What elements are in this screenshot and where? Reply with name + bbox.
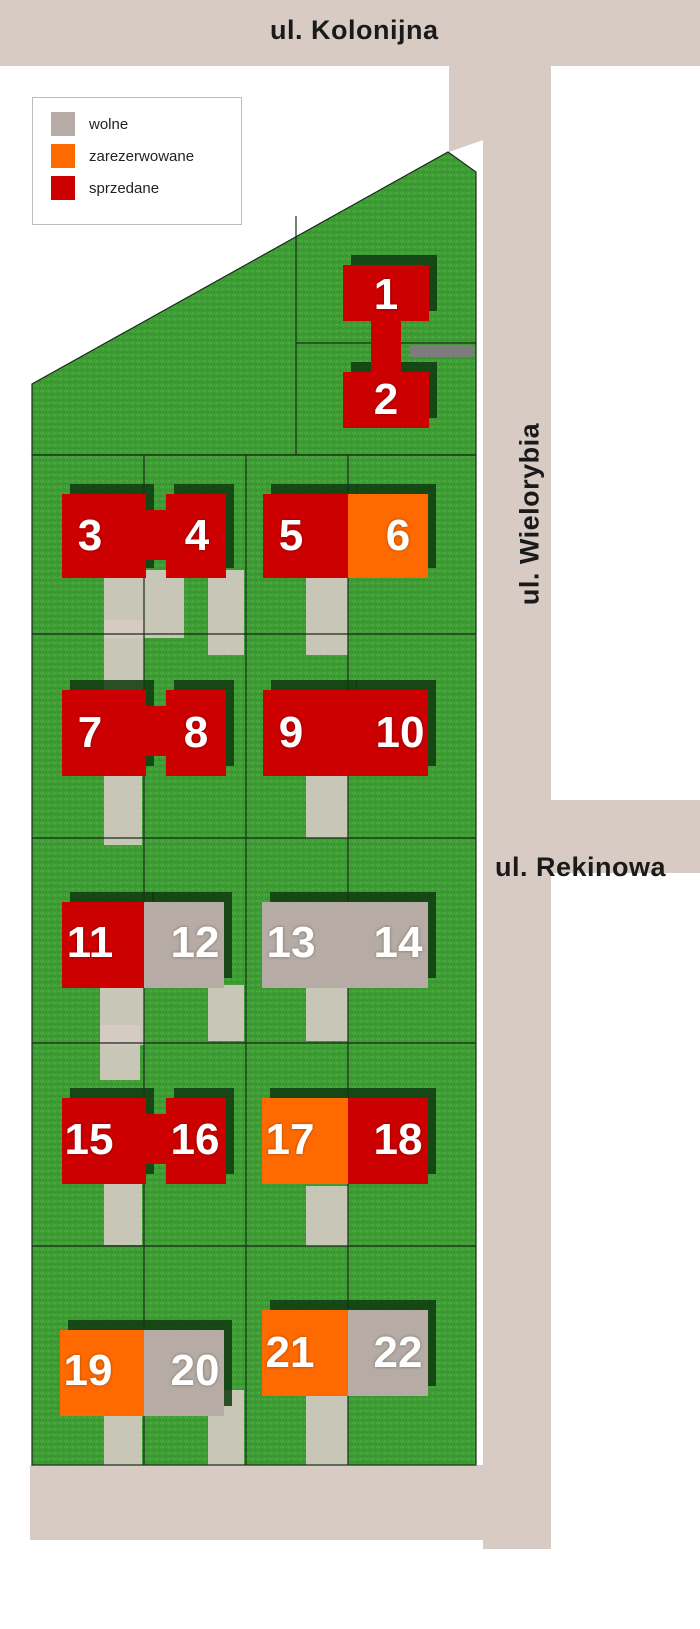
lot-number-8[interactable]: 8 (183, 708, 209, 757)
lot-boundaries-layer (31, 151, 477, 1466)
driveway-5 (100, 1025, 140, 1080)
building-lot-18 (348, 1098, 428, 1184)
lot-number-11[interactable]: 11 (66, 918, 114, 967)
building-lot-10 (348, 690, 428, 776)
driveway-8 (306, 570, 348, 655)
building-lot-11 (62, 902, 146, 988)
buildings-layer (60, 255, 437, 1416)
boundary-top-parcel (31, 151, 477, 456)
legend-item-wolne: wolne (51, 112, 128, 136)
lot-number-22[interactable]: 22 (373, 1328, 423, 1377)
driveway-10 (306, 985, 348, 1041)
lot-number-13[interactable]: 13 (266, 918, 316, 967)
driveway-top (410, 345, 474, 357)
lot-number-21[interactable]: 21 (265, 1328, 315, 1377)
lot-number-14[interactable]: 14 (373, 918, 423, 967)
grass-layer (32, 152, 476, 1465)
building-lot-15 (62, 1098, 146, 1184)
lot-number-12[interactable]: 12 (170, 918, 220, 967)
building-lot-7 (62, 690, 146, 776)
driveway-11 (306, 1186, 348, 1246)
lot-number-20[interactable]: 20 (170, 1346, 220, 1395)
lot-number-3[interactable]: 3 (77, 511, 103, 560)
building-lot-2 (343, 372, 429, 428)
street-label-kolonijna: ul. Kolonijna (270, 15, 439, 45)
building-lot-22 (348, 1310, 428, 1396)
building-lot-14 (348, 902, 428, 988)
building-lot-21 (262, 1310, 348, 1396)
driveway-9 (306, 776, 348, 838)
driveway-13 (208, 570, 244, 655)
legend-swatch-wolne (51, 112, 75, 136)
lot-number-16[interactable]: 16 (170, 1115, 220, 1164)
roads-layer (0, 0, 700, 1549)
building-lot-8 (166, 690, 226, 776)
legend-item-zarezerwowane: zarezerwowane (51, 144, 194, 168)
legend-label-wolne: wolne (89, 115, 129, 133)
building-lot-4 (166, 494, 226, 578)
road-corner (449, 66, 483, 152)
legend: wolne zarezerwowane sprzedane (32, 97, 242, 225)
lot-number-10[interactable]: 10 (375, 708, 425, 757)
building-lot-6 (348, 494, 428, 578)
building-lot-5 (263, 494, 349, 578)
lot-number-7[interactable]: 7 (77, 708, 103, 757)
boundary-main-area (31, 454, 477, 1466)
driveway-3 (104, 775, 142, 845)
driveway-12 (306, 1390, 348, 1465)
building-lot-13 (262, 902, 348, 988)
lot-number-9[interactable]: 9 (278, 708, 304, 757)
building-lot-17 (262, 1098, 348, 1184)
lot-number-15[interactable]: 15 (64, 1115, 114, 1164)
legend-label-zarezerwowane: zarezerwowane (89, 147, 195, 165)
building-lot-16 (166, 1098, 226, 1184)
building-lot-9 (263, 690, 349, 776)
building-lot-19 (60, 1330, 144, 1416)
building-lot-3 (62, 494, 146, 578)
lot-number-2[interactable]: 2 (373, 375, 399, 424)
road-bottom-area (30, 1465, 483, 1540)
legend-swatch-sprzedane (51, 176, 75, 200)
lot-number-17[interactable]: 17 (265, 1115, 315, 1164)
driveway-2 (104, 620, 144, 690)
building-lot-12 (144, 902, 224, 988)
lot-number-19[interactable]: 19 (63, 1346, 113, 1395)
lot-number-18[interactable]: 18 (373, 1115, 423, 1164)
road-kolonijna (0, 0, 700, 66)
driveway-14 (208, 985, 244, 1041)
lot-number-4[interactable]: 4 (184, 511, 210, 560)
legend-swatch-zarezerwowane (51, 144, 75, 168)
street-label-wielorybia: ul. Wielorybia (514, 422, 545, 606)
road-rekinowa (551, 800, 700, 873)
building-lot-1 (343, 265, 429, 321)
driveway-6 (104, 1180, 142, 1245)
building-connector-1-2 (371, 318, 401, 378)
lot-number-5[interactable]: 5 (278, 511, 304, 560)
lot-number-6[interactable]: 6 (385, 511, 411, 560)
legend-item-sprzedane: sprzedane (51, 176, 159, 200)
lot-number-1[interactable]: 1 (373, 270, 399, 319)
road-wielorybia (483, 66, 551, 1549)
legend-label-sprzedane: sprzedane (89, 179, 160, 197)
building-lot-20 (144, 1330, 224, 1416)
street-label-rekinowa: ul. Rekinowa (495, 852, 667, 882)
